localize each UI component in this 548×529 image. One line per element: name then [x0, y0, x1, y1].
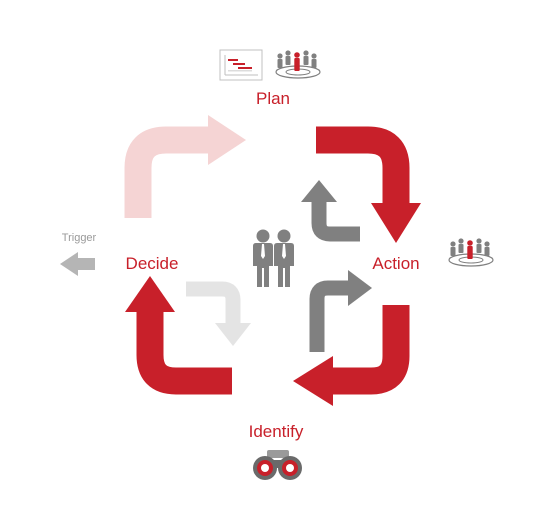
- inner-arrow-lower-right: [309, 270, 372, 352]
- inner-arrow-upper: [301, 180, 360, 242]
- inner-arrow-lower-left: [186, 281, 251, 346]
- team-meeting-icon: [275, 50, 321, 79]
- left-arrow-icon: [60, 252, 95, 276]
- gantt-chart-icon: [219, 49, 263, 81]
- identify-label: Identify: [248, 422, 304, 441]
- arrow-plan-to-action: [316, 126, 421, 243]
- arrow-identify-to-decide: [125, 276, 232, 395]
- trigger-label: Trigger: [61, 232, 97, 244]
- decide-label: Decide: [125, 254, 179, 273]
- team-meeting-icon: [448, 238, 494, 267]
- action-label: Action: [372, 254, 420, 273]
- arrow-action-to-identify: [293, 305, 410, 406]
- plan-label: Plan: [255, 89, 291, 108]
- arrow-decide-to-plan: [124, 115, 246, 218]
- binoculars-icon: [253, 450, 302, 480]
- two-people-icon: [253, 229, 294, 287]
